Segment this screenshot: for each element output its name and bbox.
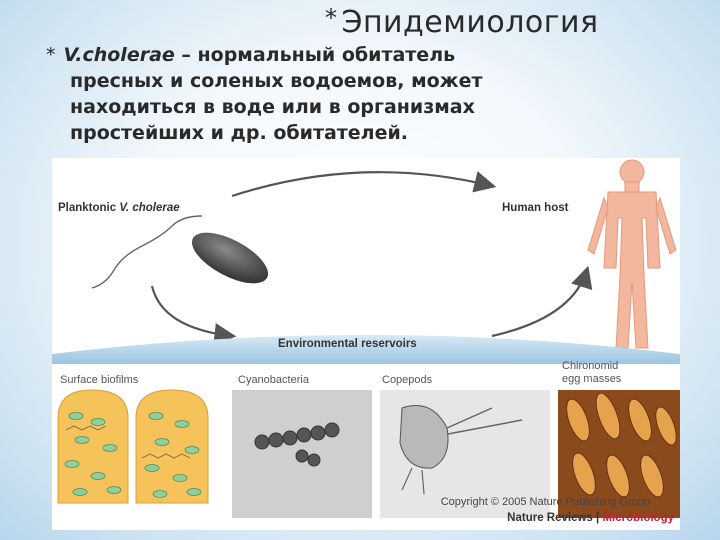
panel-label-cyanobacteria: Cyanobacteria xyxy=(238,374,309,386)
life-cycle-figure: Planktonic V. cholerae Human host Enviro… xyxy=(52,158,680,530)
bullet-line-2: пресных и соленых водоемов, может xyxy=(70,70,483,92)
panel-label-biofilms: Surface biofilms xyxy=(60,374,139,386)
reservoir-band-shape xyxy=(52,335,680,362)
panel-label-egg-masses: Chironomid egg masses xyxy=(562,360,622,385)
copepods-panel-art xyxy=(380,390,550,518)
journal-credit: Nature Reviews | Microbiology xyxy=(507,512,674,524)
bullet-line-3: находиться в воде или в организмах xyxy=(70,96,475,118)
cyanobacteria-panel-art xyxy=(232,390,372,518)
asterisk-icon: * xyxy=(46,44,56,66)
human-host-label: Human host xyxy=(502,202,569,214)
asterisk-icon: * xyxy=(325,4,338,32)
flagellum xyxy=(91,215,203,289)
arrow-top xyxy=(231,171,497,198)
reservoir-label: Environmental reservoirs xyxy=(278,338,417,350)
biofilm-panel-art xyxy=(57,389,209,504)
planktonic-label: Planktonic V. cholerae xyxy=(58,202,180,214)
bullet-line-1: – нормальный обитатель xyxy=(174,44,456,66)
panel-label-copepods: Copepods xyxy=(382,374,433,386)
species-name: V.cholerae xyxy=(63,44,175,66)
slide-title-text: Эпидемиология xyxy=(341,5,599,40)
human-figure xyxy=(587,159,677,349)
egg-mass-panel-art xyxy=(558,390,680,518)
arrow-down-left xyxy=(150,285,237,345)
bullet-line-4: простейших и др. обитателей. xyxy=(70,122,409,144)
slide-title: *Эпидемиология xyxy=(325,4,599,40)
bacterium-body xyxy=(191,232,269,284)
figure-art xyxy=(52,159,680,518)
bullet-paragraph: * V.cholerae – нормальный обитатель пресн… xyxy=(46,42,666,146)
copyright-text: Copyright © 2005 Nature Publishing Group xyxy=(440,496,650,508)
arrow-up-right xyxy=(491,265,593,338)
